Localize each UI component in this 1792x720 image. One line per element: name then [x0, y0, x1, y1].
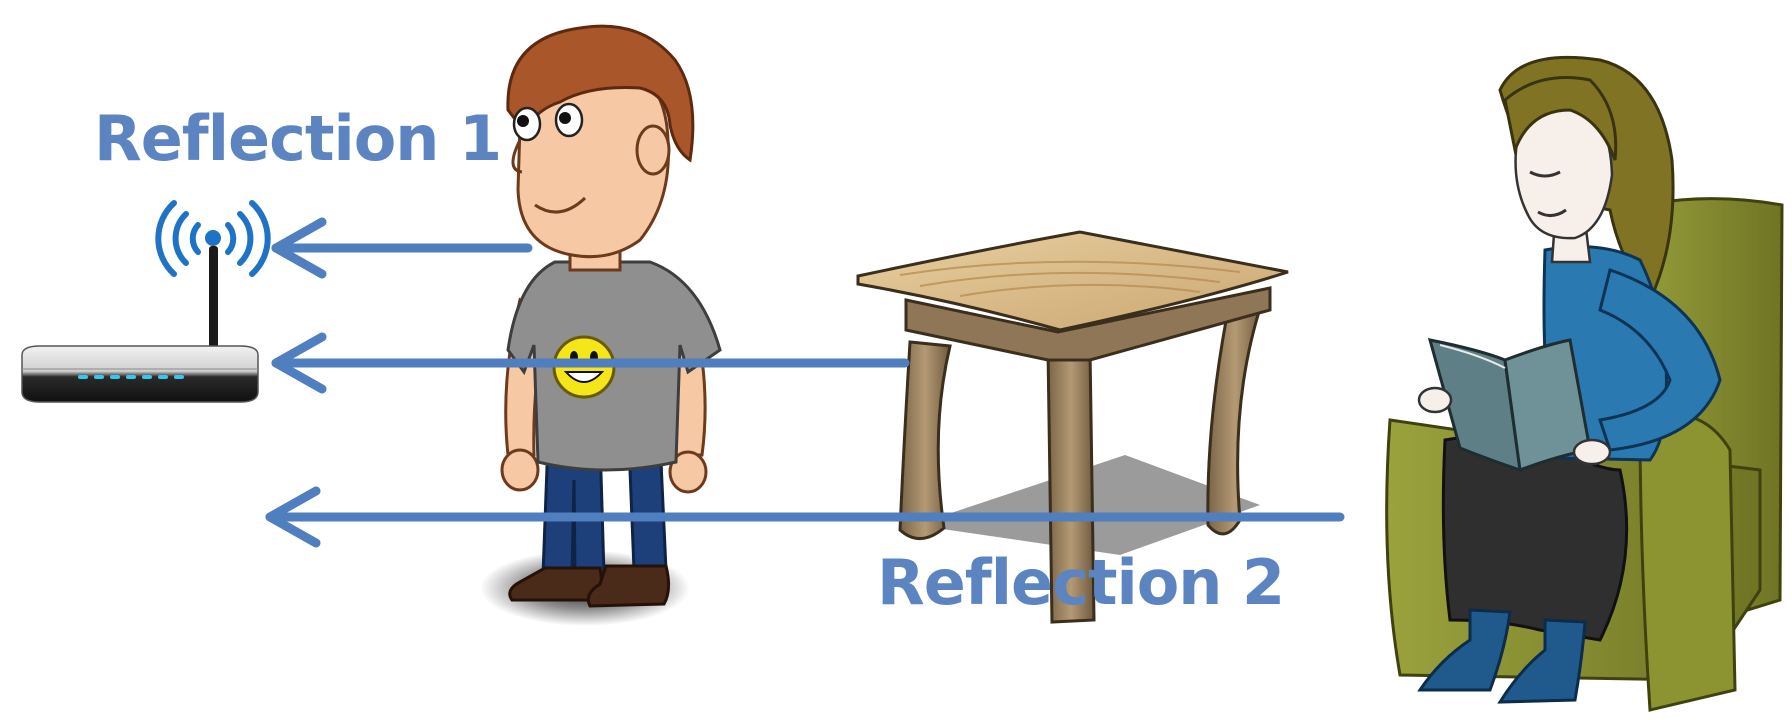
- woman-hand-right: [1574, 440, 1610, 464]
- armchair-arm: [1640, 414, 1735, 710]
- wifi-router-icon: [22, 203, 268, 402]
- man-ear: [637, 126, 669, 174]
- standing-man: [480, 26, 720, 626]
- arrow-reflection-1: [276, 222, 528, 274]
- reflection-1-label: Reflection 1: [94, 108, 501, 170]
- antenna-tip: [205, 230, 221, 246]
- woman-reading-in-armchair: [1387, 57, 1782, 710]
- man-hand-left: [502, 450, 538, 490]
- table-leg-right: [1208, 300, 1262, 534]
- woman-hand-left: [1419, 388, 1451, 412]
- router-body: [22, 346, 258, 402]
- table-leg-front-left: [900, 342, 950, 539]
- router-antenna: [209, 246, 218, 350]
- reflection-2-label: Reflection 2: [877, 552, 1284, 614]
